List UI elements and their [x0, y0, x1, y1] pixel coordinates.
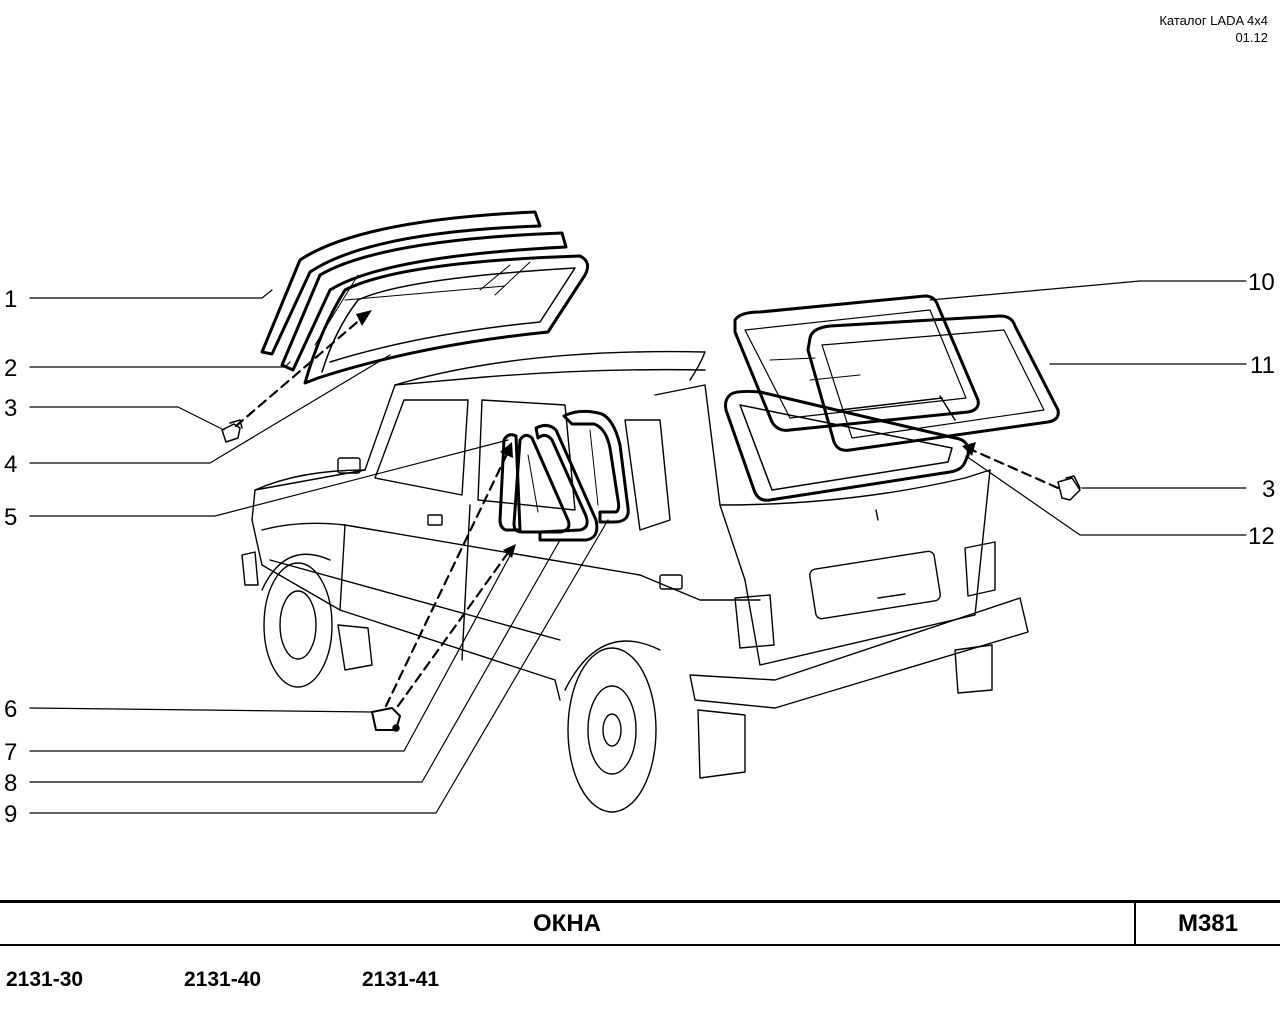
clip-parts — [221, 419, 1081, 732]
callout-2: 2 — [4, 355, 17, 382]
rear-window-parts — [724, 294, 1060, 502]
catalog-edition: 01.12 — [1235, 30, 1268, 45]
assembly-arrows — [234, 316, 1060, 708]
windshield-glass — [280, 231, 568, 372]
callout-5: 5 — [4, 504, 17, 531]
callout-7: 7 — [4, 739, 17, 766]
windshield-parts — [260, 210, 590, 385]
windows-exploded-diagram: 1 2 3 4 5 6 7 8 9 10 11 3 12 — [4, 210, 1275, 828]
catalog-header: Каталог LADA 4x4 01.12 — [1159, 12, 1268, 46]
side-window-parts — [498, 409, 630, 542]
callout-labels: 1 2 3 4 5 6 7 8 9 10 11 3 12 — [4, 269, 1275, 828]
section-code: M381 — [1177, 910, 1239, 937]
arrow-heads — [356, 310, 976, 558]
callout-3b: 3 — [1262, 476, 1275, 503]
callout-6: 6 — [4, 696, 17, 723]
callout-11: 11 — [1250, 352, 1275, 379]
section-title: ОКНА — [533, 910, 601, 937]
catalog-name: Каталог LADA 4x4 — [1159, 13, 1268, 28]
windshield-seal — [260, 210, 542, 356]
model-code: 2131-30 — [6, 968, 84, 991]
rear-glass-11 — [806, 314, 1060, 452]
model-list: 2131-30 2131-40 2131-41 — [0, 968, 1280, 998]
callout-8: 8 — [4, 770, 17, 797]
callout-9: 9 — [4, 801, 17, 828]
model-code: 2131-40 — [184, 968, 262, 991]
side-seal-inner — [498, 433, 522, 532]
rear-glass-frame — [733, 294, 980, 432]
callout-4: 4 — [4, 451, 17, 478]
side-seal-outer — [534, 423, 599, 542]
title-divider — [1134, 903, 1136, 944]
callout-10: 10 — [1248, 269, 1275, 296]
side-glass — [512, 433, 571, 534]
side-frame — [562, 409, 630, 524]
model-code: 2131-41 — [362, 968, 440, 991]
car-body — [241, 350, 1029, 813]
windshield-moulding — [303, 254, 590, 385]
callout-12: 12 — [1248, 523, 1275, 550]
callout-1: 1 — [4, 286, 17, 313]
callout-3: 3 — [4, 395, 17, 422]
rear-seal-lower — [724, 389, 970, 502]
leader-lines — [29, 280, 1247, 814]
section-title-bar: ОКНА M381 — [0, 900, 1280, 946]
